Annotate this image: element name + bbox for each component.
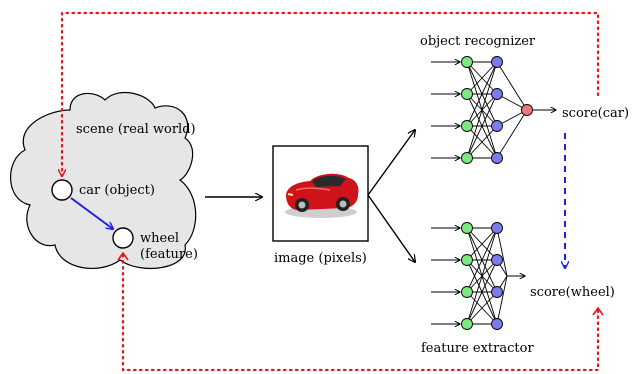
wheel-label: wheel [140,231,179,246]
extractor-input-node [461,222,473,234]
object-recognizer-network [431,56,556,164]
bottom-feedback-end-arrowhead [592,306,604,316]
top-feedback-dotted-arrow [62,11,600,178]
recognizer-input-node [461,152,473,164]
scene-cloud [10,91,197,270]
object-recognizer-label: object recognizer [420,34,536,49]
extractor-edge [466,227,498,325]
car-object-node [51,179,73,201]
recognizer-hidden-node [491,56,503,68]
bottom-feedback-dotted-arrow [121,253,600,372]
image-label: image (pixels) [274,251,367,266]
feature-extractor-network [431,222,525,330]
recognizer-edge [466,125,498,159]
recognizer-edge [466,61,498,95]
score-wheel-label: score(wheel) [530,285,615,300]
recognizer-output-node [521,104,533,116]
extractor-hidden-node [491,318,503,330]
extractor-input-node [461,318,473,330]
extractor-edge [466,227,498,261]
extractor-hidden-node [491,254,503,266]
wheel-feature-node [112,227,134,249]
score-car-label: score(car) [562,106,629,121]
recognizer-edge [466,61,498,127]
image-to-extractor-arrow [367,194,415,262]
recognizer-hidden-node [491,88,503,100]
extractor-hidden-node [491,222,503,234]
extractor-edge [496,227,508,277]
recognizer-hidden-node [491,152,503,164]
recognizer-edge [496,109,528,159]
recognizer-input-node [461,56,473,68]
feature-extractor-label: feature extractor [421,341,534,356]
recognizer-input-node [461,88,473,100]
extractor-edge [466,291,498,325]
recognizer-edge [466,61,498,159]
image-to-recognizer-arrow [367,130,415,196]
car-image-icon [285,173,359,218]
recognizer-edge [466,93,498,159]
feature-label: (feature) [140,247,198,262]
bottom-feedback-start-arrowhead [117,251,129,261]
recognizer-edge [496,61,528,111]
extractor-edge [466,259,498,325]
extractor-hidden-node [491,286,503,298]
recognizer-input-node [461,120,473,132]
recognizer-hidden-node [491,120,503,132]
car-to-wheel-arrow [70,197,113,229]
extractor-input-node [461,286,473,298]
extractor-input-node [461,254,473,266]
extractor-edge [496,275,508,325]
scene-label: scene (real world) [76,122,196,137]
car-object-label: car (object) [79,183,155,198]
extractor-edge [466,227,498,293]
